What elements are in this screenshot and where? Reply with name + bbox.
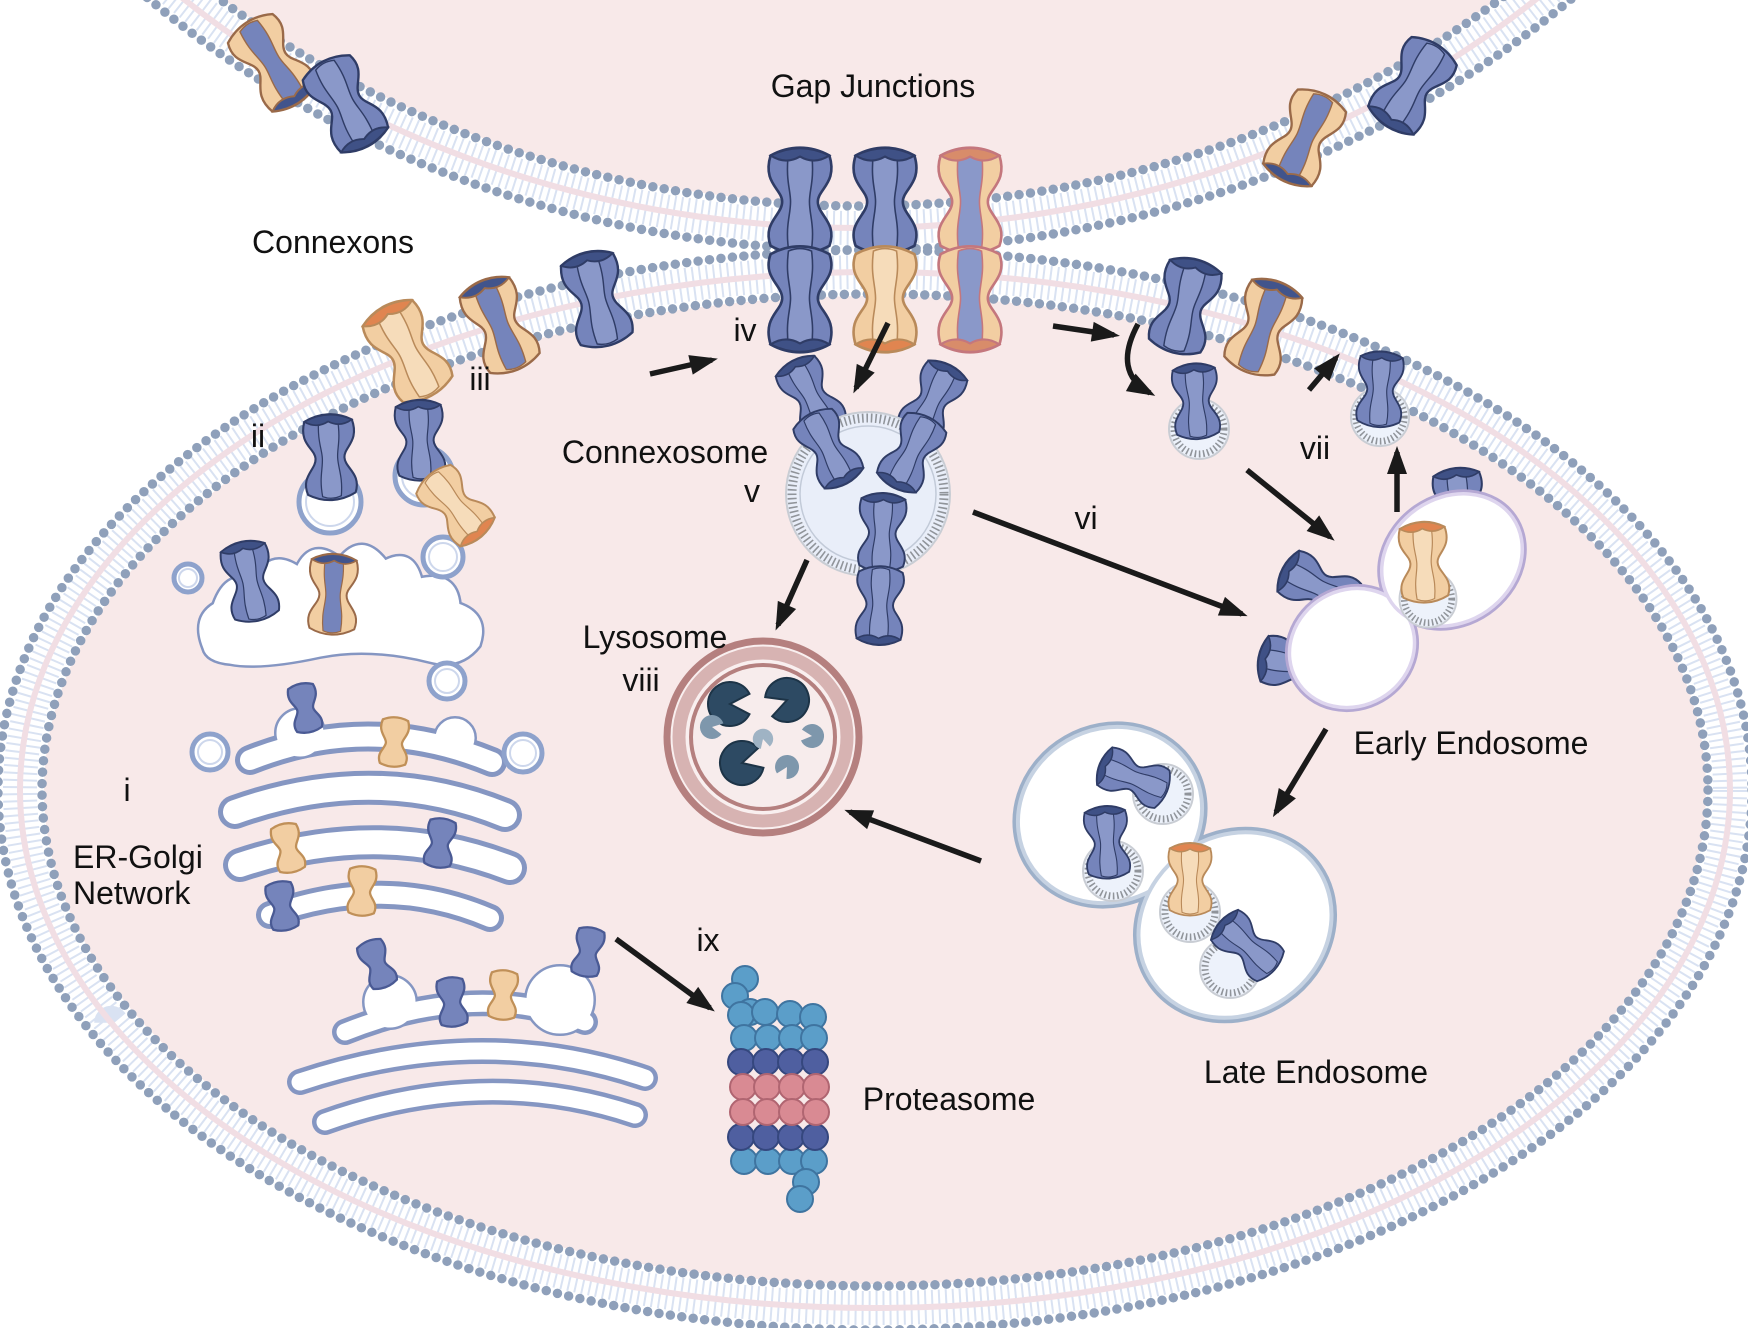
label-lysosome: Lysosome [583, 619, 728, 655]
arrow-vesicle-to-early-endosome [1245, 467, 1335, 541]
label-step-vi: vi [1074, 500, 1097, 536]
label-proteasome: Proteasome [863, 1081, 1036, 1117]
gap-junction-channel-blue [855, 492, 907, 646]
early-endosome [1253, 464, 1527, 713]
arrow-iv [649, 355, 718, 377]
label-late-endosome: Late Endosome [1204, 1054, 1428, 1090]
arrow-connexosome-to-lysosome [775, 558, 810, 631]
gap-junction-plaque [769, 146, 1002, 354]
label-step-ix: ix [696, 922, 719, 958]
recycling-vesicle-b [1351, 349, 1409, 446]
label-step-i: i [123, 772, 130, 808]
label-connexosome: Connexosome [562, 434, 768, 470]
arrow-late-endosome-to-lysosome [844, 809, 982, 864]
upper-cell-membrane-inner-beads [213, 0, 1507, 211]
label-step-viii: viii [622, 662, 659, 698]
label-step-iv: iv [733, 312, 756, 348]
lysosome [663, 637, 863, 837]
label-step-ii: ii [251, 418, 265, 454]
gap-junction-channel-heteromeric [852, 146, 918, 354]
gap-junction-channel-mixed [939, 148, 1002, 353]
vesicle [420, 534, 466, 580]
label-connexons: Connexons [252, 224, 414, 260]
late-endosome [1012, 721, 1338, 1024]
label-step-iii: iii [469, 361, 490, 397]
proteasome [721, 965, 830, 1213]
gap-junction-channel-blue [769, 148, 832, 353]
pathway-arrows [614, 321, 1407, 1012]
arrow-early-to-late-endosome [1272, 727, 1329, 818]
transport-vesicles [171, 534, 545, 775]
label-step-vii: vii [1300, 430, 1330, 466]
label-gap-junctions: Gap Junctions [771, 68, 976, 104]
vesicle [189, 731, 231, 773]
arrow-vi [972, 509, 1248, 617]
label-er-golgi-line2: Network [73, 875, 191, 911]
arrow-hemichannel-endocytosis [1124, 322, 1156, 396]
intraluminal-vesicle [1160, 842, 1220, 942]
connexon-carrier-vesicles [296, 397, 501, 553]
label-er-golgi-line1: ER-Golgi [73, 839, 203, 875]
label-step-v: v [744, 473, 760, 509]
vesicle [501, 731, 545, 775]
arrow-to-hemichannel-path [1052, 321, 1120, 342]
vesicle [426, 660, 468, 702]
label-early-endosome: Early Endosome [1354, 725, 1589, 761]
arrow-to-connexosome [853, 321, 891, 394]
arrow-recycle-to-membrane [1306, 353, 1340, 392]
vesicle [171, 561, 205, 595]
er-golgi-network [196, 535, 658, 1135]
arrow-ix [614, 936, 715, 1012]
connexosome [772, 350, 972, 646]
